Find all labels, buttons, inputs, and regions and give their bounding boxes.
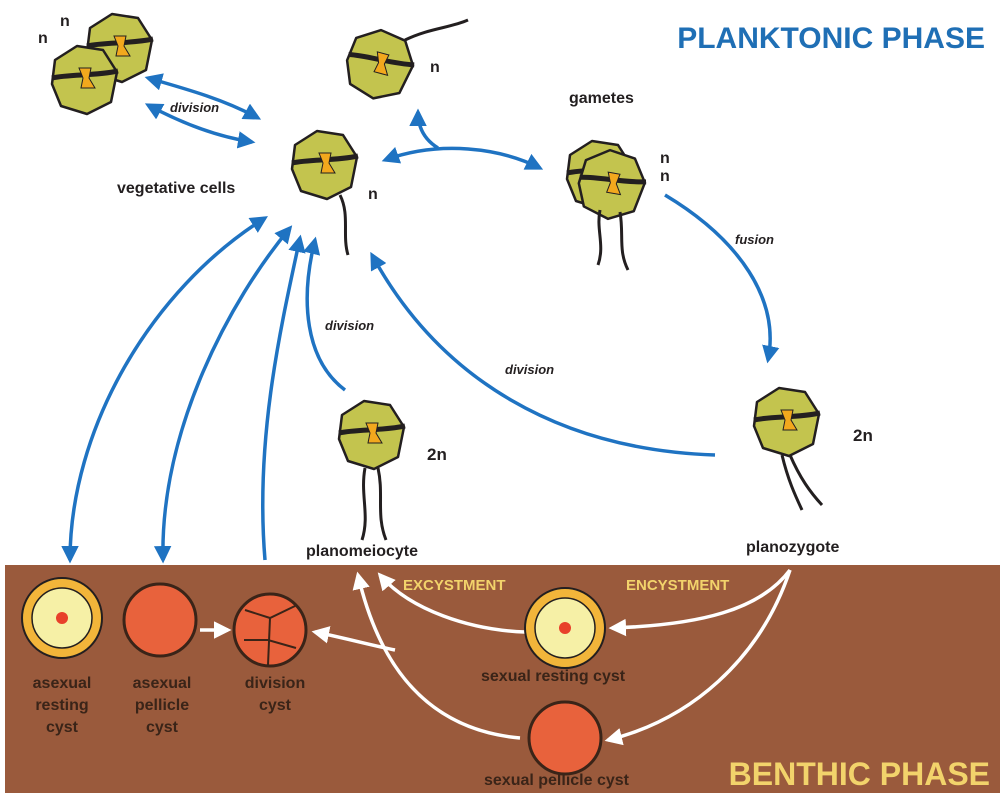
vegetative-cell [292,131,358,199]
division-cyst [234,594,306,666]
planomeiocyte-division-arrow [307,240,345,390]
fusion-arrow [665,195,770,360]
planozygote-division-arrow [372,255,715,455]
encystment-label: ENCYSTMENT [626,577,729,594]
top-cell-flagellum [405,20,468,40]
planktonic-phase-title: PLANKTONIC PHASE [677,22,985,55]
sexual-resting-cyst [525,588,605,668]
ploidy-veg-group-1: n [38,30,48,47]
fusion-label: fusion [735,232,774,247]
division-label-right: division [505,362,554,377]
benthic-phase-title: BENTHIC PHASE [729,756,990,792]
top-cell [339,24,420,107]
ploidy-gamete-1: n [660,150,670,167]
division-label-top: division [170,100,219,115]
ploidy-gamete-2: n [660,168,670,185]
planomeiocyte-cell [339,401,405,469]
asexual-pellicle-cyst-label-2: pellicle [135,697,189,714]
asexual-resting-cyst-label-2: resting [35,697,88,714]
asexual-pellicle-cyst-label-1: asexual [133,675,192,692]
sexual-pellicle-cyst [529,702,601,774]
planozygote-cell [754,388,820,456]
planozygote-flagella [782,455,822,510]
division-cyst-label-1: division [245,675,305,692]
gamete-flagella [598,210,628,270]
ploidy-vegetative: n [368,186,378,203]
planozygote-label: planozygote [746,539,839,556]
vegetative-flagellum [340,195,348,255]
sexual-resting-cyst-label: sexual resting cyst [481,668,626,685]
ploidy-veg-group-2: n [60,13,70,30]
vegetative-cells-label: vegetative cells [117,180,235,197]
ploidy-planozygote: 2n [853,426,873,445]
ploidy-planomeiocyte: 2n [427,445,447,464]
asexual-resting-cyst-label-3: cyst [46,719,79,736]
gamete-arrow [385,148,540,168]
sexual-pellicle-cyst-label: sexual pellicle cyst [484,772,630,789]
planomeiocyte-label: planomeiocyte [306,543,418,560]
division-cyst-label-2: cyst [259,697,292,714]
division-label-mid: division [325,318,374,333]
gamete-to-top-cell-arrow [418,112,438,148]
planomeiocyte-flagella [362,468,386,540]
asexual-resting-cyst-label-1: asexual [33,675,92,692]
ploidy-top-cell: n [430,59,440,76]
excystment-label: EXCYSTMENT [403,577,506,594]
gametes-label: gametes [569,90,634,107]
vegetative-cell-front [52,46,118,114]
asexual-resting-cyst-arrow [70,218,265,560]
asexual-pellicle-cyst-label-3: cyst [146,719,179,736]
asexual-pellicle-cyst [124,584,196,656]
asexual-resting-cyst [22,578,102,658]
division-cyst-arrow [263,238,300,560]
